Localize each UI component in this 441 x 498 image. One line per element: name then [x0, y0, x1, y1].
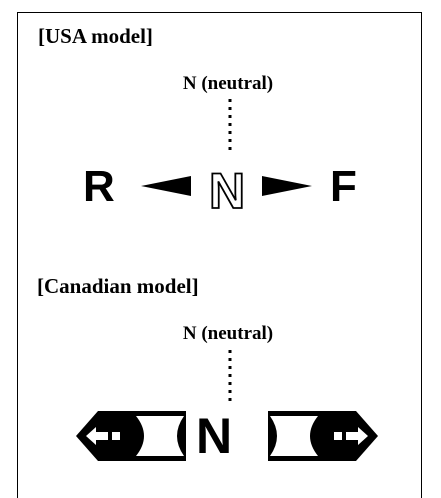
- canada-neutral-label: N (neutral): [182, 323, 274, 344]
- canada-neutral-dotted-line: [228, 350, 232, 406]
- usa-reverse-arrow-icon: [141, 176, 191, 196]
- canada-reverse-gear-icon: [76, 411, 186, 461]
- usa-neutral-outline-letter: N: [202, 164, 252, 212]
- canada-forward-gear-icon: [268, 411, 378, 461]
- usa-neutral-text: N: [209, 164, 245, 212]
- usa-neutral-label: N (neutral): [182, 73, 274, 94]
- usa-model-heading: [USA model]: [38, 24, 153, 48]
- usa-reverse-letter: R: [83, 162, 115, 211]
- canada-model-heading: [Canadian model]: [37, 274, 199, 298]
- usa-forward-arrow-icon: [262, 176, 312, 196]
- usa-forward-letter: F: [330, 162, 357, 211]
- diagram-frame: [17, 12, 422, 498]
- usa-neutral-dotted-line: [228, 99, 232, 153]
- canada-neutral-letter: N: [196, 408, 233, 464]
